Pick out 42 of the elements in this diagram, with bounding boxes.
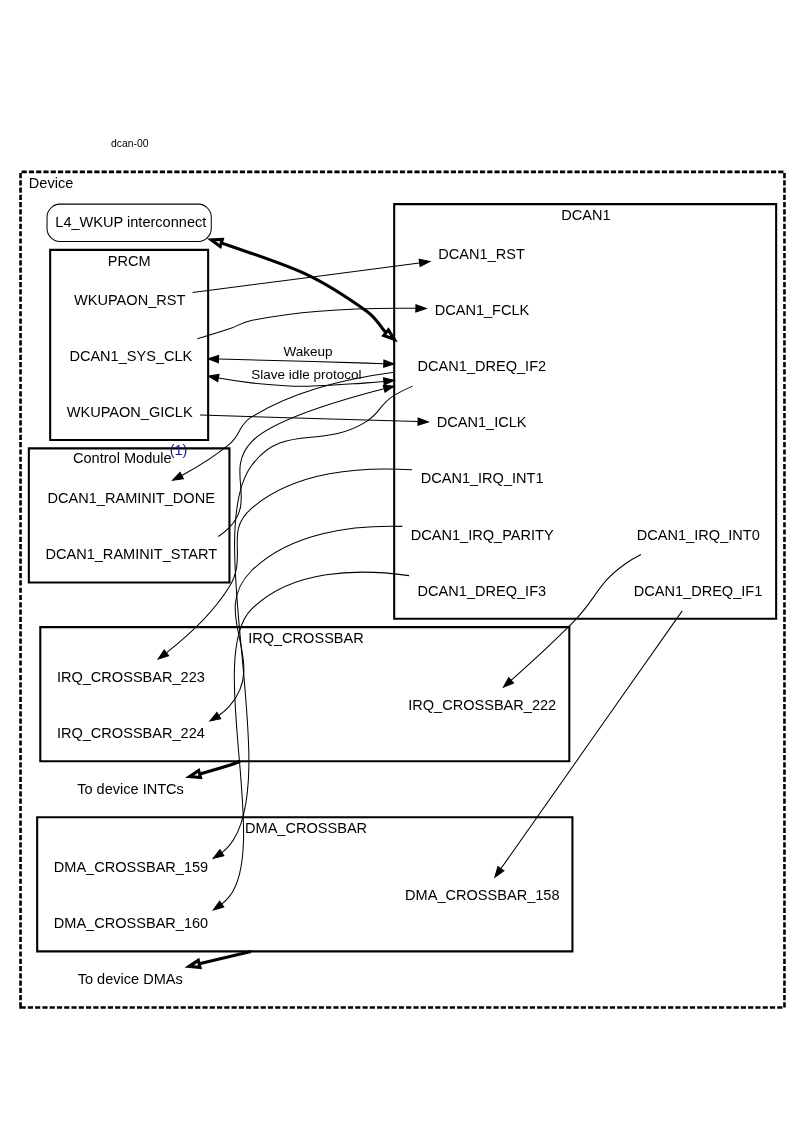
edge-label: Wakeup [283,344,333,360]
node-text: WKUPAON_GICLK [66,403,193,420]
node-text: DCAN1_DREQ_IF1 [633,582,763,599]
arrow [502,554,642,689]
node-text: DCAN1_RST [438,245,525,262]
node-text: DCAN1_SYS_CLK [69,347,193,364]
arrow [206,237,398,343]
node-box: L4_WKUP interconnect [46,203,212,243]
arrow [156,468,413,661]
node-text: To device DMAs [77,971,183,988]
arrow [206,354,396,369]
arrow [199,414,430,426]
arrow [185,759,241,780]
node-text: DCAN1_IRQ_INT1 [420,470,544,487]
node-text: DCAN1_RAMINIT_DONE [47,490,215,507]
arrow [196,303,428,340]
node-text: DCAN1_DREQ_IF3 [417,582,547,599]
node-text: DMA_CROSSBAR_158 [405,887,560,904]
arrow [171,371,395,482]
node-text: DCAN1_FCLK [434,302,530,319]
arrow [211,385,414,860]
node-text: To device INTCs [77,781,184,798]
node-text: IRQ_CROSSBAR_224 [56,725,205,742]
arrow [211,571,410,911]
node-text: DCAN1_DREQ_IF2 [417,358,547,375]
node-text: WKUPAON_RST [74,291,186,308]
node-text: DMA_CROSSBAR_159 [53,859,209,876]
arrow [184,949,252,970]
arrow [192,258,432,294]
node-text: DMA_CROSSBAR_160 [53,915,209,932]
node-text: IRQ_CROSSBAR_223 [56,668,205,685]
node-text: DCAN1_IRQ_INT0 [636,526,760,543]
node-text: IRQ_CROSSBAR_222 [408,696,557,713]
node-text: DCAN1_IRQ_PARITY [410,526,554,543]
arrow [208,525,403,722]
arrow [494,610,683,879]
arrow [217,384,396,538]
node-text: DCAN1_ICLK [436,414,527,431]
label: dcan-00 [110,138,149,150]
arrow [206,373,396,387]
node-text: DCAN1_RAMINIT_START [45,546,218,563]
edge-label: Slave idle protocol [251,367,362,383]
